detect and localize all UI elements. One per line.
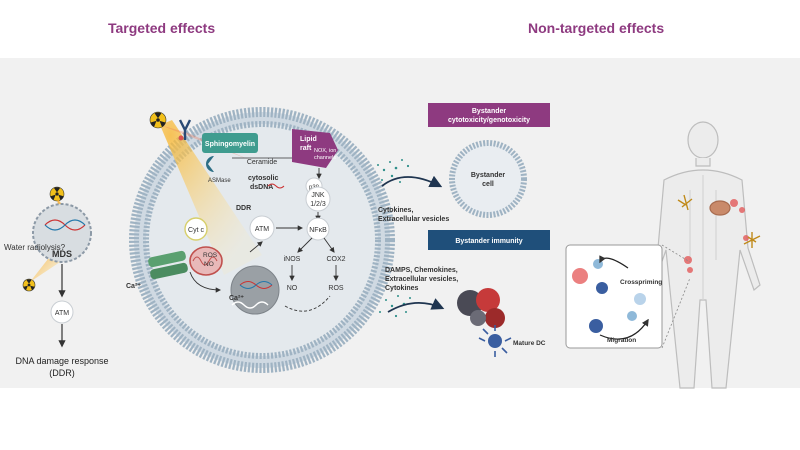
lipid-raft-label-2: raft [300,145,312,152]
immune-cells-cluster [457,288,505,328]
ddr-label-line1: DNA damage response [15,356,108,366]
er-squiggle [231,301,269,309]
bystander-cell [449,140,527,218]
jnk-node [305,186,331,212]
nucleus-to-atm-arrow [249,241,263,253]
lipid-raft-label-1: Lipid [300,136,317,143]
cytokines-label-1: Cytokines, [378,207,413,214]
damps-label-2: Extracellular vesicles, [385,276,458,283]
jnk-label-2: 1/2/3 [310,201,326,208]
no-out-label: NO [287,285,298,292]
damps-label-1: DAMPS, Chemokines, [385,267,458,274]
nfkb-node [306,217,330,241]
bystander-cyto-box [428,103,550,127]
asmase-label: ASMase [208,178,231,184]
lipid-raft-box [292,129,338,168]
mitochondrion-cristae [192,256,218,266]
asmase-icon [206,156,214,172]
damps-label-3: Cytokines [385,285,419,292]
mature-dc-label: Mature DC [513,340,546,347]
bystander-immunity-label: Bystander immunity [455,238,522,245]
human-body [645,121,761,389]
ddr-label-line2: (DDR) [49,368,75,378]
nox-label-1: NOX, ion [314,148,336,154]
dsdna-icon [267,183,285,189]
non-targeted-effects-header: Non-targeted effects [528,20,665,36]
bystander-cyto-label-2: cytotoxicity/genotoxicity [448,117,530,124]
damps-arrow [387,298,445,313]
no-label: NO [204,261,214,268]
sphingomyelin-label: Sphingomyelin [205,141,255,148]
radiation-icon [49,186,65,202]
radiation-icon [22,278,36,292]
antibody-icon [178,119,192,140]
nox-label-2: channels [314,155,336,161]
cox2-label: COX2 [326,256,345,263]
sphingomyelin-box [202,133,258,153]
cell-atm-label: ATM [255,226,269,233]
radiation-icon [149,111,167,129]
cytc-label: Cyt c [188,227,204,234]
migration-arrow [599,318,649,340]
cell-ddr-label: DDR [236,205,251,212]
bystander-panel: Bystander cytotoxicity/genotoxicity Byst… [378,103,550,357]
cytosolic-label-1: cytosolic [248,175,278,182]
jnk-label-1: JNK [311,192,325,199]
dna-icon [44,219,86,231]
ca-ext-label: Ca²⁺ [126,283,141,290]
calcium-channel [148,250,188,280]
inset-leader-line [661,244,691,263]
cytokines-arrow [381,175,443,188]
bystander-immunity-box [428,230,550,250]
mds-label: MDS [52,249,72,259]
dna-icon [239,281,273,289]
nucleus [230,265,280,315]
crosspriming-inset [565,244,663,349]
mito-to-ca-arrow [189,271,222,293]
radiation-beam [160,120,262,275]
inos-label: iNOS [284,256,301,263]
nfkb-to-cox2-arrow [323,237,335,253]
cytc-node [184,217,208,241]
left-panel: MDS Water radiolysis? ATM DNA damage res… [4,186,109,378]
mitochondrion [189,246,223,276]
bystander-cyto-label-1: Bystander [472,108,507,115]
crosspriming-arrow [599,255,629,269]
ros-label: ROS [203,252,218,259]
ros-out-label: ROS [328,285,344,292]
cytosolic-label-2: dsDNA [250,184,273,191]
nucleus-dashed-arrow [284,295,331,312]
mds-cell [32,203,92,263]
bystander-cell-label-2: cell [482,181,494,188]
water-radiolysis-label: Water radiolysis? [4,243,66,252]
cell-atm-node [249,215,275,241]
antibody-tag [178,135,184,141]
nfkb-label: NFκB [309,227,327,234]
signal-dots [377,159,411,318]
targeted-effects-header: Targeted effects [108,20,216,36]
ceramide-label: Ceramide [247,159,277,166]
bystander-cell-label-1: Bystander [471,172,506,179]
nfkb-to-inos-arrow [297,237,313,253]
atm-node [50,300,74,324]
atm-label: ATM [55,310,69,317]
ca-int-label: Ca²⁺ [229,295,244,302]
inset-leader-line [661,277,691,349]
antibody-markers [677,194,761,248]
crosspriming-label: Crosspriming [620,279,662,286]
migration-label: Migration [607,337,636,344]
main-cell: Sphingomyelin Lipid raft NOX, ion channe… [126,107,411,373]
mature-dc-icon [478,325,512,357]
cytokines-label-2: Extracellular vesicles [378,216,449,223]
